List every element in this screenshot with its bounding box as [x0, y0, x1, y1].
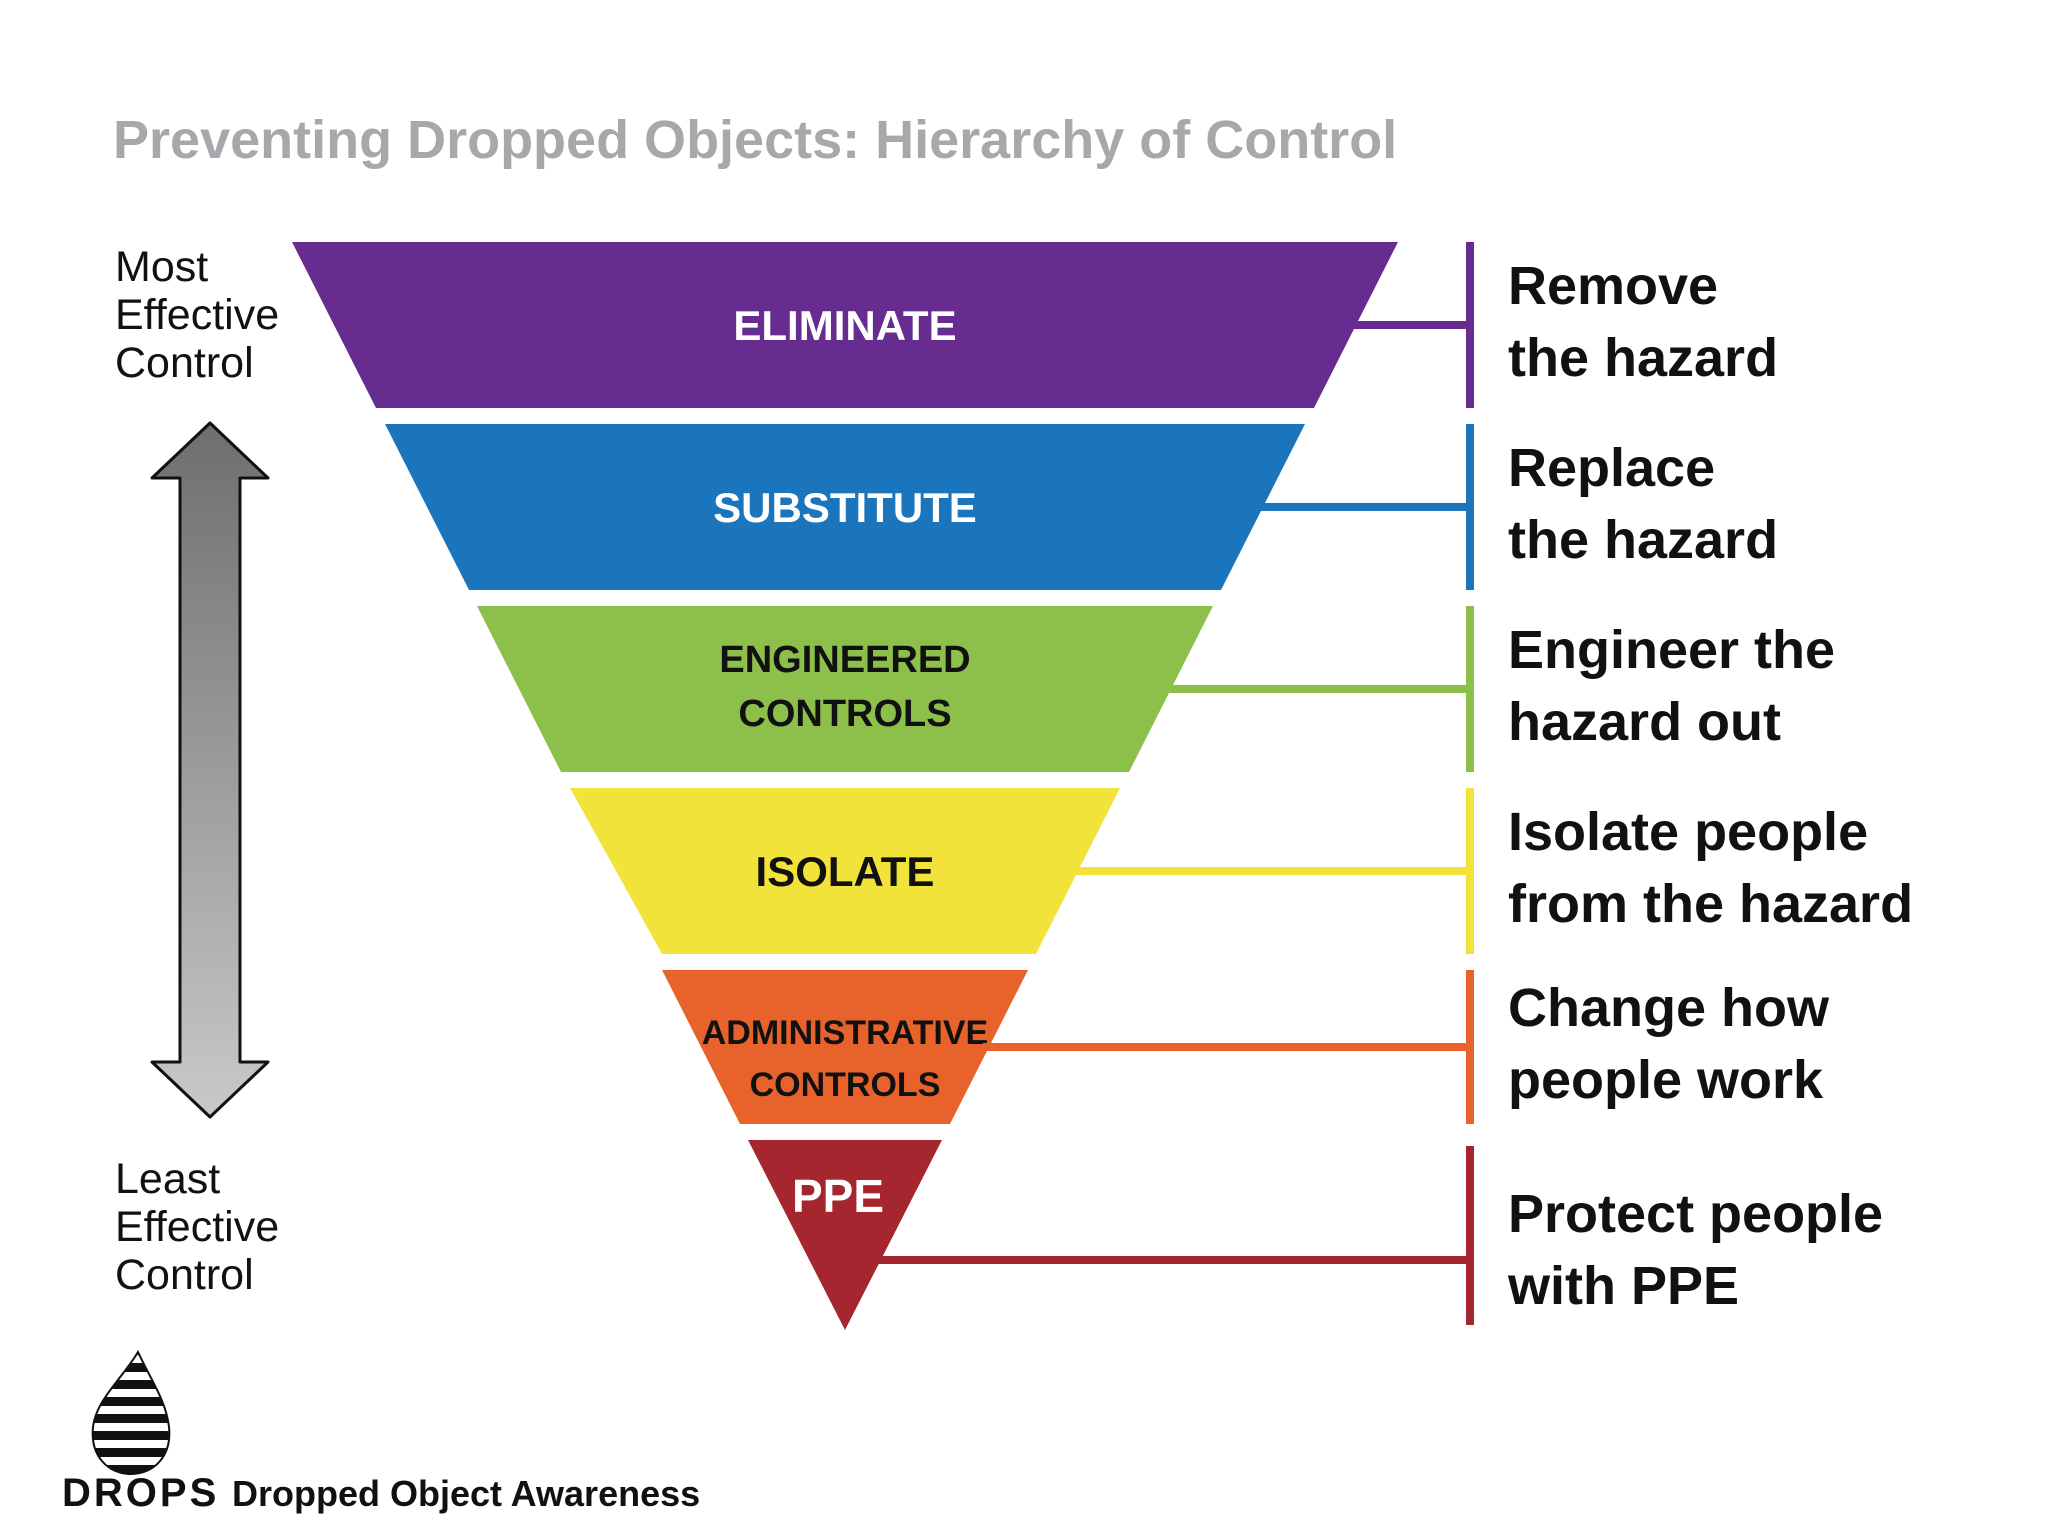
description-administrative-line1: Change how	[1508, 978, 1830, 1038]
level-shape-engineered-controls	[477, 606, 1213, 772]
level-substitute: SUBSTITUTE Replace the hazard	[385, 424, 1778, 590]
footer-tagline: Dropped Object Awareness	[232, 1473, 700, 1514]
level-shape-ppe	[748, 1140, 942, 1330]
description-substitute-line1: Replace	[1508, 438, 1715, 498]
description-eliminate-line2: the hazard	[1508, 328, 1778, 388]
level-shape-isolate	[570, 788, 1120, 954]
most-effective-line2: Effective	[115, 291, 279, 339]
description-isolate-line1: Isolate people	[1508, 802, 1868, 862]
drops-logo: DROPS Dropped Object Awareness	[62, 1349, 700, 1515]
level-ppe: PPE Protect people with PPE	[748, 1140, 1883, 1330]
description-ppe-line1: Protect people	[1508, 1184, 1883, 1244]
level-eliminate: ELIMINATE Remove the hazard	[292, 242, 1778, 408]
description-engineered-line1: Engineer the	[1508, 620, 1835, 680]
level-administrative-controls: ADMINISTRATIVE CONTROLS Change how peopl…	[662, 970, 1830, 1124]
description-engineered-line2: hazard out	[1508, 692, 1781, 752]
description-isolate-line2: from the hazard	[1508, 874, 1913, 934]
level-shape-administrative-controls	[662, 970, 1028, 1124]
most-effective-line1: Most	[115, 243, 208, 291]
least-effective-line3: Control	[115, 1251, 254, 1299]
description-ppe-line2: with PPE	[1507, 1256, 1739, 1316]
level-label-eliminate: ELIMINATE	[733, 302, 956, 349]
most-effective-line3: Control	[115, 339, 254, 387]
level-label-engineered-line2: CONTROLS	[738, 693, 951, 735]
drops-logo-text: DROPS	[62, 1471, 219, 1515]
description-administrative-line2: people work	[1508, 1050, 1824, 1110]
level-shape-substitute	[385, 424, 1305, 590]
least-effective-label: Least Effective Control	[115, 1155, 279, 1299]
least-effective-line1: Least	[115, 1155, 220, 1203]
level-label-ppe: PPE	[792, 1170, 884, 1222]
description-substitute-line2: the hazard	[1508, 510, 1778, 570]
level-label-administrative-line2: CONTROLS	[750, 1066, 941, 1104]
level-label-substitute: SUBSTITUTE	[713, 484, 977, 531]
level-label-isolate: ISOLATE	[756, 848, 935, 895]
least-effective-line2: Effective	[115, 1203, 279, 1251]
level-shape-eliminate	[292, 242, 1398, 408]
most-effective-label: Most Effective Control	[115, 243, 279, 387]
description-eliminate-line1: Remove	[1508, 256, 1718, 316]
level-label-administrative-line1: ADMINISTRATIVE	[702, 1014, 988, 1052]
level-label-engineered-line1: ENGINEERED	[719, 639, 970, 681]
page-title: Preventing Dropped Objects: Hierarchy of…	[113, 110, 1397, 170]
level-engineered-controls: ENGINEERED CONTROLS Engineer the hazard …	[477, 606, 1835, 772]
drops-droplet-icon	[91, 1349, 171, 1476]
effectiveness-arrow	[150, 421, 270, 1119]
level-isolate: ISOLATE Isolate people from the hazard	[570, 788, 1913, 954]
